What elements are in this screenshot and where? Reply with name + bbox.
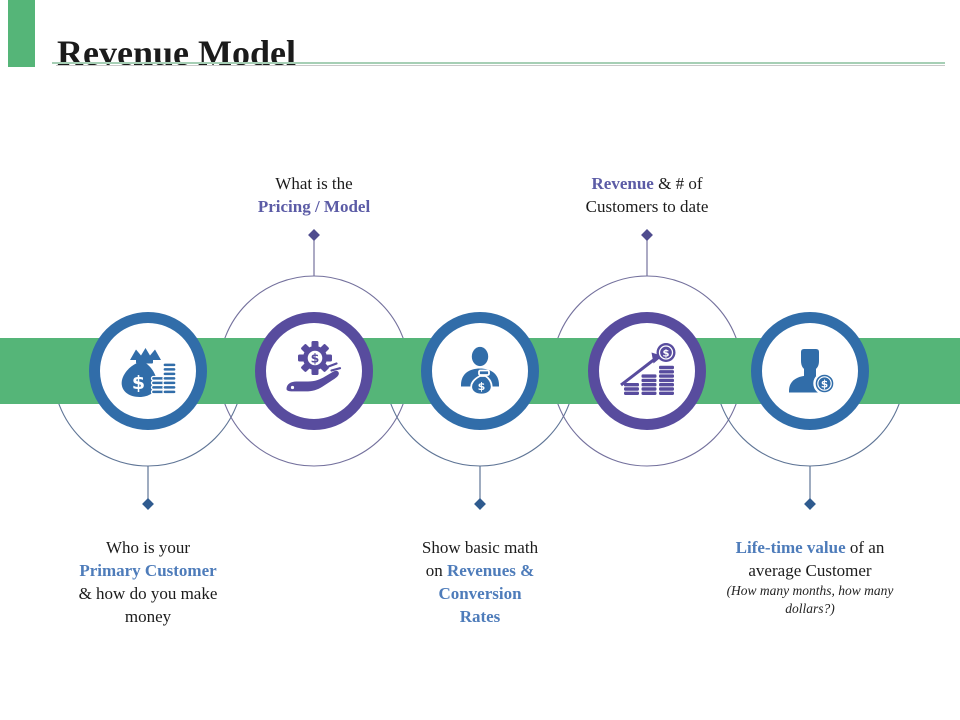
label-line: Revenue & # of [591, 174, 703, 193]
station-circle-lifetime-value [751, 312, 869, 430]
svg-text:$: $ [132, 372, 145, 394]
label-line: (How many months, how many [726, 583, 894, 598]
label-line: & how do you make [78, 584, 218, 603]
title-underline-shadow [56, 65, 945, 66]
label-primary-customer: Who is your Primary Customer & how do yo… [33, 536, 263, 628]
label-line: Show basic math [421, 538, 539, 557]
hand-gear-dollar-icon: $ [286, 341, 342, 392]
title-underline [52, 62, 945, 64]
label-revenues-conversion: Show basic math on Revenues & Conversion… [365, 536, 595, 628]
label-line: Pricing / Model [257, 197, 371, 216]
label-line: Conversion [438, 584, 522, 603]
diamond-marker [474, 498, 486, 510]
label-line: average Customer [748, 561, 872, 580]
svg-text:$: $ [478, 380, 486, 393]
diamond-marker [804, 498, 816, 510]
label-line: money [124, 607, 172, 626]
label-line: Primary Customer [79, 561, 217, 580]
label-line: dollars?) [785, 601, 835, 616]
svg-text:$: $ [821, 379, 828, 391]
money-bag-coins-icon: $ [121, 348, 177, 397]
accent-bar [8, 0, 35, 67]
svg-text:$: $ [311, 351, 320, 366]
station-circle-revenue-customers [588, 312, 706, 430]
diamond-marker [142, 498, 154, 510]
page-title: Revenue Model [57, 33, 296, 74]
label-revenue-customers: Revenue & # of Customers to date [537, 172, 757, 218]
label-pricing-model: What is the Pricing / Model [204, 172, 424, 218]
diamond-marker [641, 229, 653, 241]
svg-text:$: $ [663, 348, 670, 359]
growth-chart-dollar-icon: $ [620, 343, 676, 395]
label-lifetime-value: Life-time value of an average Customer (… [695, 536, 925, 618]
label-line: on Revenues & [425, 561, 535, 580]
label-line: Rates [459, 607, 501, 626]
label-line: Customers to date [585, 197, 709, 216]
label-line: What is the [275, 174, 353, 193]
person-dollar-coin-icon: $ [789, 349, 836, 395]
label-line: Who is your [105, 538, 191, 557]
diamond-marker [308, 229, 320, 241]
person-money-bag-icon: $ [461, 346, 499, 396]
label-line: Life-time value of an [735, 538, 885, 557]
